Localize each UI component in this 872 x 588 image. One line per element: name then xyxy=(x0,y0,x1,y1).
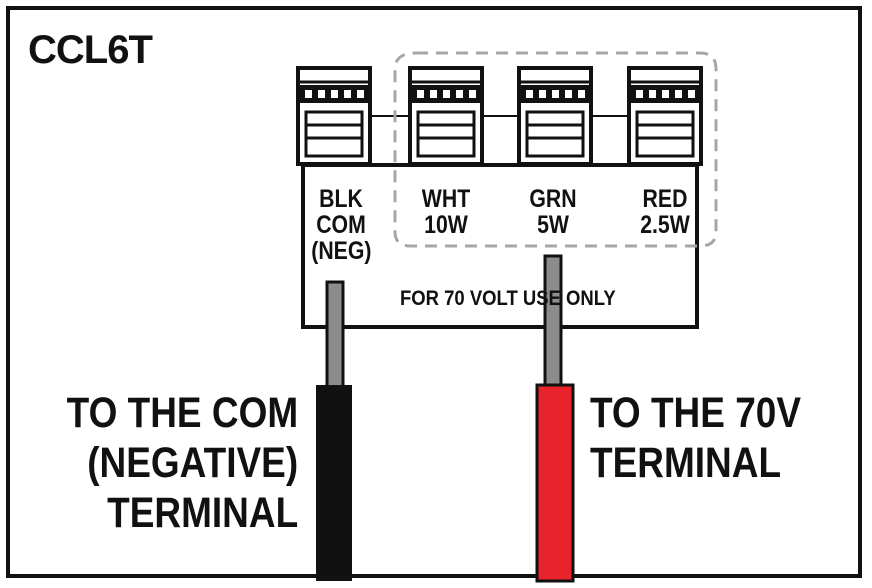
com-label-line-2: (NEGATIVE) xyxy=(87,439,298,487)
com-conductor xyxy=(325,280,345,390)
usage-note: FOR 70 VOLT USE ONLY xyxy=(400,287,616,310)
tap-label-red: RED 2.5W xyxy=(627,186,704,238)
connector-red xyxy=(627,66,703,166)
com-label-line-3: TERMINAL xyxy=(106,489,298,537)
tap-color-grn: GRN xyxy=(529,185,577,213)
connector-blk xyxy=(296,66,372,166)
tap-value-red: 2.5W xyxy=(640,211,690,239)
70v-terminal-label: TO THE 70V TERMINAL xyxy=(590,388,801,488)
tap-value-blk: COM xyxy=(316,211,366,239)
tap-color-red: RED xyxy=(642,185,688,213)
tap-value-grn: 5W xyxy=(537,211,569,239)
70v-label-line-2: TERMINAL xyxy=(590,439,782,487)
connector-wht xyxy=(408,66,484,166)
tap-label-grn: GRN 5W xyxy=(519,186,587,238)
tap-extra-blk: (NEG) xyxy=(311,237,372,265)
com-label-line-1: TO THE COM xyxy=(66,389,298,437)
tap-label-wht: WHT 10W xyxy=(415,186,476,238)
black-wire xyxy=(316,385,352,581)
tap-group-outline xyxy=(393,51,718,248)
tap-conductor xyxy=(543,254,563,390)
tap-color-blk: BLK xyxy=(319,185,363,213)
tap-label-blk: BLK COM (NEG) xyxy=(311,186,371,264)
tap-color-wht: WHT xyxy=(421,185,471,213)
connector-grn xyxy=(517,66,593,166)
red-wire xyxy=(535,383,575,583)
tap-value-wht: 10W xyxy=(424,211,468,239)
model-label: CCL6T xyxy=(28,28,153,72)
com-terminal-label: TO THE COM (NEGATIVE) TERMINAL xyxy=(67,388,298,538)
70v-label-line-1: TO THE 70V xyxy=(590,389,801,437)
